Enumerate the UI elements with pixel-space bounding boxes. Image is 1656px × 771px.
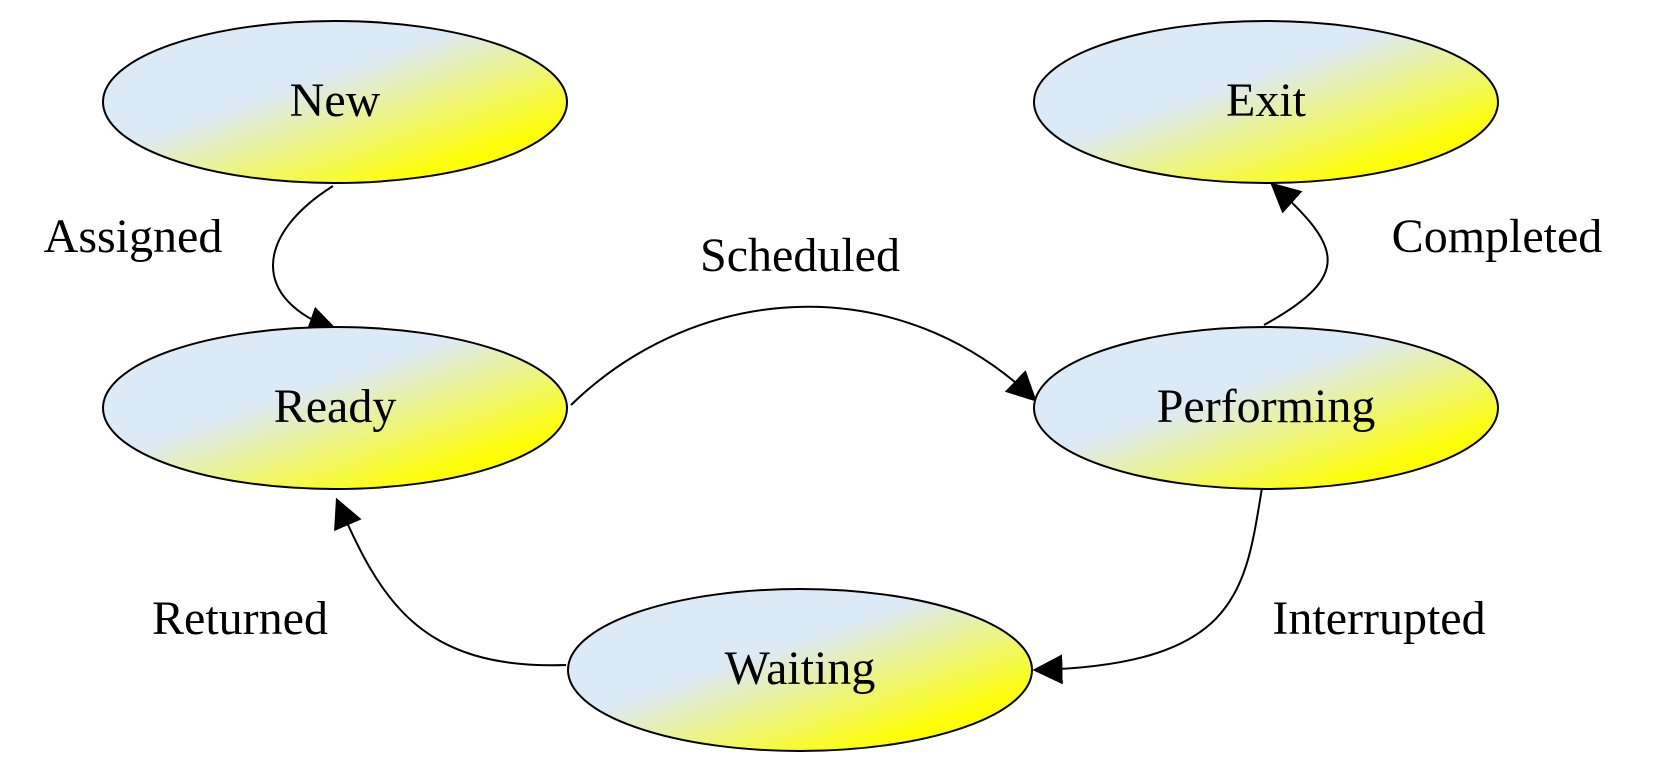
label-interrupted: Interrupted xyxy=(1272,592,1485,645)
edge-assigned xyxy=(272,185,339,336)
state-performing-label: Performing xyxy=(1157,380,1376,433)
state-exit-label: Exit xyxy=(1226,74,1307,127)
state-performing: Performing xyxy=(1033,326,1499,490)
state-waiting: Waiting xyxy=(567,588,1033,752)
label-scheduled: Scheduled xyxy=(700,229,900,282)
state-ready-shape xyxy=(102,326,568,490)
state-ready: Ready xyxy=(102,326,568,490)
state-exit-shape xyxy=(1033,20,1499,184)
state-ready-label: Ready xyxy=(274,380,397,433)
state-exit: Exit xyxy=(1033,20,1499,184)
transitions xyxy=(272,182,1329,685)
state-performing-shape xyxy=(1033,326,1499,490)
state-new-label: New xyxy=(290,74,381,127)
state-waiting-label: Waiting xyxy=(725,642,876,695)
label-returned: Returned xyxy=(152,592,328,645)
label-assigned: Assigned xyxy=(44,210,223,263)
state-waiting-shape xyxy=(567,588,1033,752)
edge-scheduled xyxy=(570,305,1037,406)
state-new: New xyxy=(102,20,568,184)
edge-completed xyxy=(1263,182,1329,326)
label-completed: Completed xyxy=(1392,210,1603,263)
edge-interrupted xyxy=(1032,487,1263,685)
state-new-shape xyxy=(102,20,568,184)
edge-returned xyxy=(334,497,567,667)
